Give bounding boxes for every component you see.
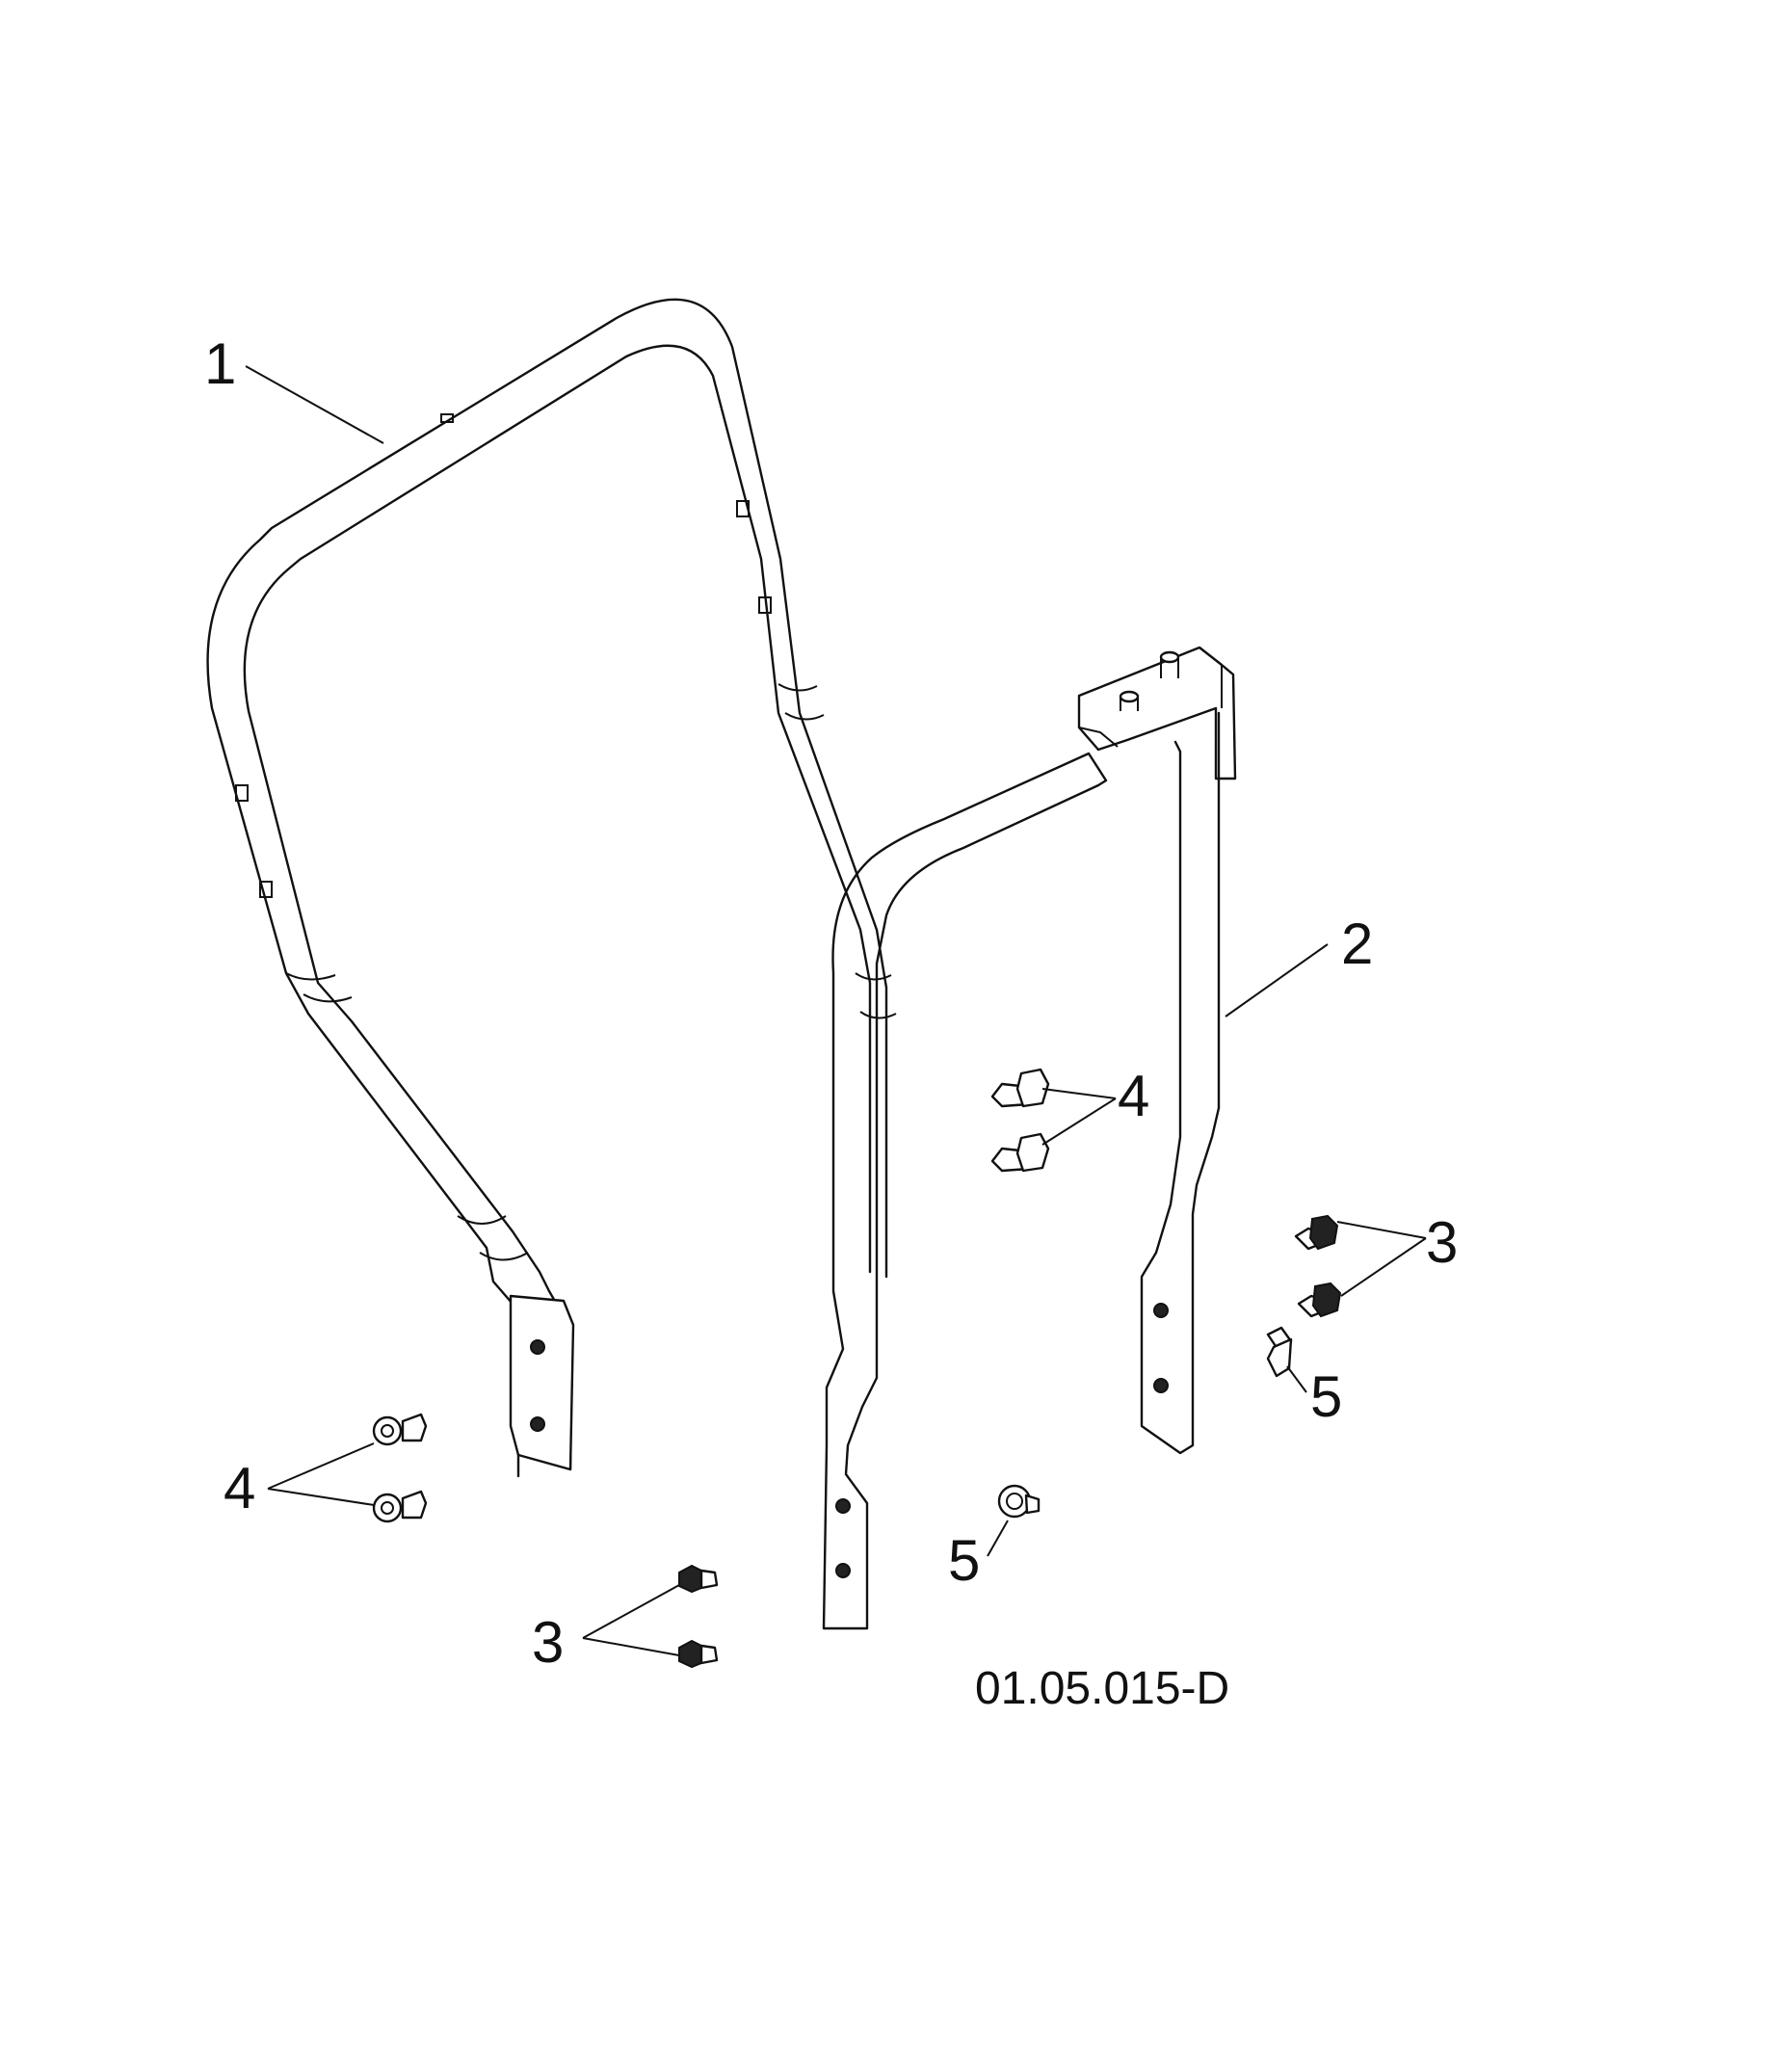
callout-4-lower: 4 — [224, 1456, 255, 1520]
stud-bolt-lower-1 — [372, 1413, 428, 1446]
callout-4-upper: 4 — [1118, 1064, 1149, 1128]
callout-3-right: 3 — [1426, 1210, 1458, 1275]
leader-lines — [245, 365, 1427, 1656]
stud-bolt-upper-1 — [990, 1068, 1050, 1108]
hex-nut-lower-1 — [678, 1564, 719, 1594]
hex-nut-right-1 — [1294, 1214, 1339, 1251]
callout-2: 2 — [1341, 912, 1373, 976]
bolt-lower — [997, 1484, 1041, 1519]
hex-nut-right-2 — [1297, 1282, 1342, 1318]
callout-1: 1 — [204, 331, 236, 396]
callout-5-lower: 5 — [948, 1528, 980, 1593]
stud-bolt-lower-2 — [372, 1490, 428, 1523]
roll-bar-frame — [206, 298, 897, 1478]
support-frame — [822, 646, 1237, 1630]
bracket-stud — [1119, 650, 1180, 711]
bolt-right — [1266, 1326, 1293, 1378]
callout-3-lower: 3 — [532, 1610, 564, 1675]
stud-bolt-upper-2 — [990, 1132, 1050, 1173]
drawing-code: 01.05.015-D — [975, 1663, 1229, 1714]
hex-nut-lower-2 — [678, 1639, 719, 1669]
callout-5-right: 5 — [1310, 1364, 1342, 1429]
